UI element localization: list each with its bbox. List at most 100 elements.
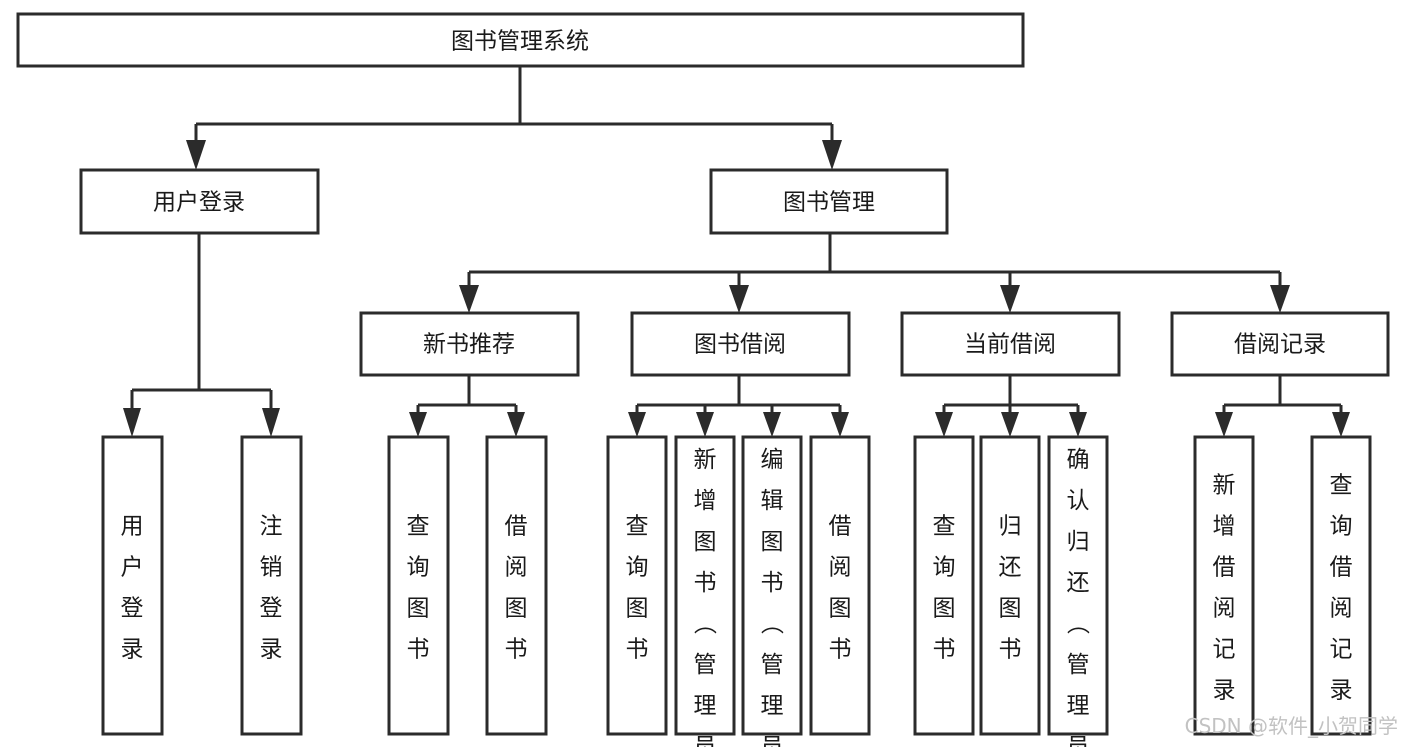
node-root-box[interactable]: [16, 12, 1025, 68]
arrow-head-icon: [1001, 412, 1019, 437]
leaf-label-char: 登: [121, 596, 144, 622]
leaf-label-char: 图: [933, 596, 956, 622]
leaf-label-char: 归: [1067, 529, 1090, 555]
node-root-system[interactable]: 图书管理系统: [16, 12, 1025, 68]
node-book-management-label: 图书管理: [783, 190, 875, 216]
leaf-label-char: 编: [761, 447, 784, 473]
node-book-management-box[interactable]: [709, 168, 949, 235]
leaf-label-char: 增: [1213, 514, 1236, 540]
leaf-box[interactable]: [1310, 435, 1372, 736]
arrow-head-icon: [123, 408, 141, 437]
node-new-book-recommend-box[interactable]: [359, 311, 580, 377]
leaf-label-char: 图: [407, 596, 430, 622]
node-new-book-recommend[interactable]: 新书推荐: [359, 311, 580, 377]
node-current-borrow-label: 当前借阅: [964, 332, 1056, 358]
leaf-box[interactable]: [606, 435, 668, 736]
leaf-label-char: 书: [829, 637, 852, 663]
node-borrow-record[interactable]: 借阅记录: [1170, 311, 1390, 377]
leaf-label-char: 图: [829, 596, 852, 622]
node-user-login-box[interactable]: [79, 168, 320, 235]
node-book-borrow-box[interactable]: [630, 311, 851, 377]
leaf-box[interactable]: [240, 435, 303, 736]
leaf-label-char: 注: [260, 514, 283, 540]
node-user-login[interactable]: 用户登录: [79, 168, 320, 235]
node-book-borrow[interactable]: 图书借阅: [630, 311, 851, 377]
leaf-box[interactable]: [387, 435, 450, 736]
leaf-label-char: 录: [260, 637, 283, 663]
connector-group-current-borrow: [935, 375, 1087, 437]
node-book-management[interactable]: 图书管理: [709, 168, 949, 235]
leaf-box[interactable]: [1047, 435, 1109, 736]
leaf-label-char: 认: [1067, 488, 1090, 514]
arrow-head-icon: [935, 412, 953, 437]
leaf-node[interactable]: 用户登录: [101, 435, 164, 736]
arrow-head-icon: [1270, 285, 1290, 313]
node-new-book-recommend-label: 新书推荐: [423, 332, 515, 358]
leaf-label-char: 书: [999, 637, 1022, 663]
leaf-label-char: 询: [407, 555, 430, 581]
node-current-borrow[interactable]: 当前借阅: [900, 311, 1121, 377]
leaf-label-char: 查: [933, 514, 956, 540]
leaf-box[interactable]: [809, 435, 871, 736]
node-root-label: 图书管理系统: [451, 29, 589, 55]
leaf-label-char: 理: [761, 693, 784, 719]
leaf-box[interactable]: [979, 435, 1041, 736]
leaf-label-char: （: [1064, 612, 1090, 635]
leaf-label-char: 查: [626, 514, 649, 540]
watermark-label: CSDN @软件_小贺同学: [1185, 714, 1398, 738]
node-borrow-record-box[interactable]: [1170, 311, 1390, 377]
leaf-box[interactable]: [101, 435, 164, 736]
leaf-label-char: 新: [1213, 473, 1236, 499]
connector-group-root: [186, 66, 842, 170]
connector-group-book-borrow: [628, 375, 849, 437]
node-current-borrow-box[interactable]: [900, 311, 1121, 377]
arrow-head-icon: [763, 412, 781, 437]
leaf-box[interactable]: [1193, 435, 1255, 736]
leaf-label-char: 图: [694, 529, 717, 555]
leaf-label-char: 管: [761, 652, 784, 678]
leaf-label-char: 图: [761, 529, 784, 555]
leaf-label-char: 增: [694, 488, 717, 514]
arrow-head-icon: [729, 285, 749, 313]
connector-group-user-login: [123, 233, 280, 437]
leaf-box[interactable]: [485, 435, 548, 736]
leaf-label-char: 借: [1330, 555, 1353, 581]
leaf-label-char: 登: [260, 596, 283, 622]
leaf-box[interactable]: [913, 435, 975, 736]
node-borrow-record-label: 借阅记录: [1234, 332, 1326, 358]
arrow-head-icon: [186, 140, 206, 170]
leaf-label-char: 销: [260, 555, 283, 581]
leaf-label-char: 确: [1067, 447, 1090, 473]
leaf-label-char: 录: [1213, 678, 1236, 704]
leaf-box[interactable]: [741, 435, 803, 736]
leaf-label-char: 书: [505, 637, 528, 663]
leaf-box[interactable]: [674, 435, 736, 736]
arrow-head-icon: [459, 285, 479, 313]
arrow-head-icon: [628, 412, 646, 437]
leaf-label-char: 理: [1067, 693, 1090, 719]
leaf-label-vertical: 用户登录: [121, 514, 144, 663]
leaf-label-char: 图: [999, 596, 1022, 622]
